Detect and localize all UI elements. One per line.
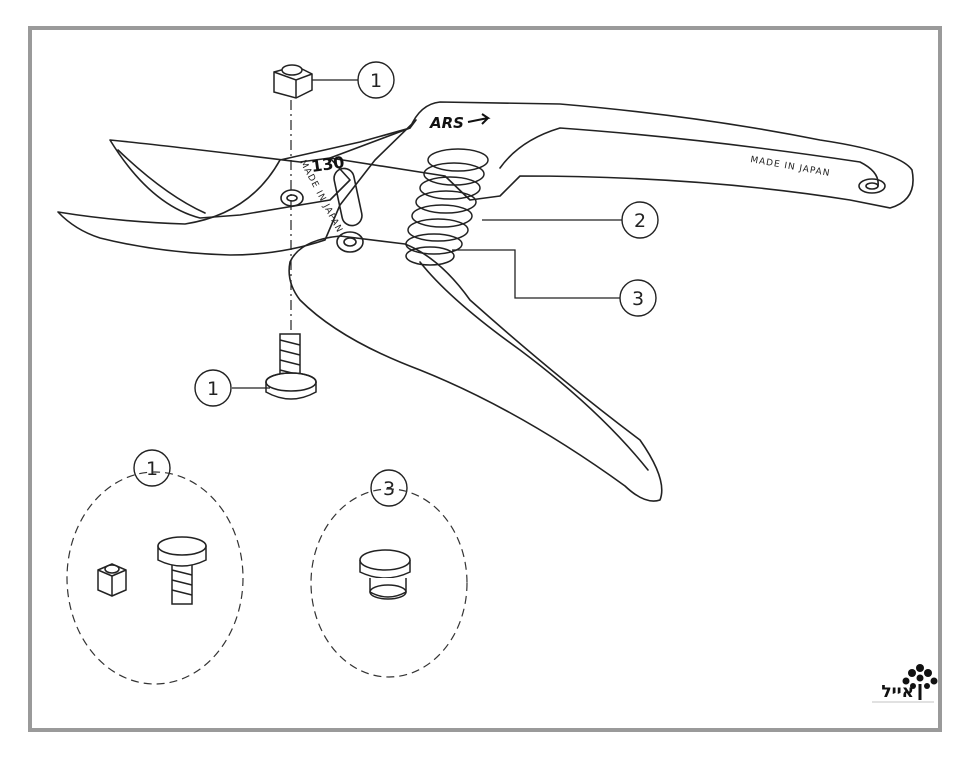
callout-nut: 1 xyxy=(370,70,382,92)
callout-bolt: 1 xyxy=(207,378,219,400)
logo-text: אייל xyxy=(881,682,914,702)
detail-cushion xyxy=(359,549,411,600)
lower-handle-rib xyxy=(419,261,649,471)
pivot-hole xyxy=(280,189,304,207)
detail-nut xyxy=(97,563,127,597)
brand-marking: ARS xyxy=(429,114,464,132)
callout-circle-detail-3 xyxy=(370,469,408,507)
bolt-part xyxy=(265,333,317,400)
callout-circle-spring xyxy=(621,201,659,239)
leader-cushion xyxy=(452,249,620,299)
drawing-frame xyxy=(28,26,942,732)
model-marking: 130 xyxy=(310,152,346,175)
nut-part xyxy=(273,64,313,99)
callout-detail-bolt-nut: 1 xyxy=(146,458,158,480)
upper-handle xyxy=(329,101,914,209)
pivot-hole-inner xyxy=(286,194,298,202)
handle-hole-inner xyxy=(865,182,879,190)
blade-bevel xyxy=(117,149,206,214)
spring xyxy=(405,148,489,266)
latch xyxy=(333,167,363,227)
callout-circle-nut xyxy=(357,61,395,99)
brand-arrow xyxy=(467,113,491,125)
handle-origin-marking: MADE IN JAPAN xyxy=(749,155,831,179)
lower-hook-blade xyxy=(57,119,417,256)
upper-handle-rib xyxy=(499,127,879,187)
lower-handle xyxy=(288,235,663,502)
detail-callout-bolt-nut xyxy=(66,471,244,685)
callout-circle-detail-1 xyxy=(133,449,171,487)
detail-callout-cushion xyxy=(310,488,468,678)
callout-cushion: 3 xyxy=(632,288,644,310)
callout-circle-cushion xyxy=(619,279,657,317)
callout-circle-bolt xyxy=(194,369,232,407)
eyal-logo: אייל xyxy=(872,664,938,703)
detail-bolt xyxy=(157,536,207,605)
callout-spring: 2 xyxy=(634,210,646,232)
rivet-inner xyxy=(343,237,357,247)
rivet xyxy=(336,231,364,253)
handle-hole xyxy=(858,178,886,194)
